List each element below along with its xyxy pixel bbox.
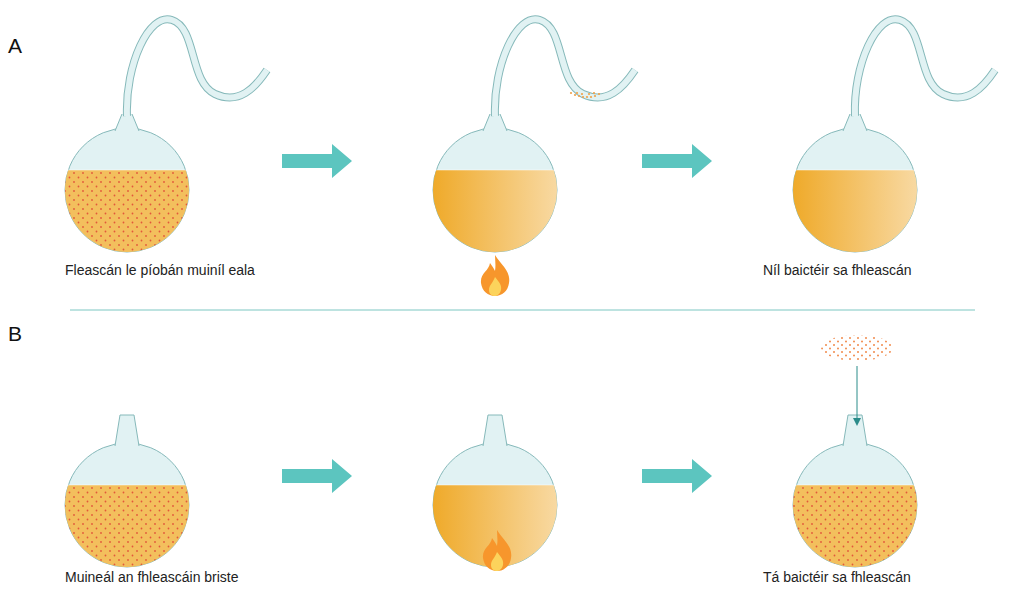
step-arrow xyxy=(642,144,712,178)
panel-letter: A xyxy=(8,34,22,58)
step-arrow xyxy=(282,144,352,178)
caption: Tá baictéir sa fhleascán xyxy=(763,569,911,586)
step-arrow xyxy=(642,459,712,493)
flame xyxy=(481,255,509,296)
caption: Muineál an fhleascáin briste xyxy=(65,569,239,586)
caption: Fleascán le píobán muiníl eala xyxy=(65,262,255,279)
flask xyxy=(65,19,267,254)
flame xyxy=(483,530,511,571)
caption: Níl baictéir sa fhleascán xyxy=(763,262,912,279)
step-arrow xyxy=(282,459,352,493)
flask xyxy=(65,415,189,569)
divider xyxy=(70,310,975,311)
flask xyxy=(433,19,635,254)
flask xyxy=(793,415,917,569)
airborne-bacteria xyxy=(821,335,893,361)
flask xyxy=(793,19,995,254)
fall-arrow xyxy=(857,366,858,422)
panel-letter: B xyxy=(8,322,22,346)
